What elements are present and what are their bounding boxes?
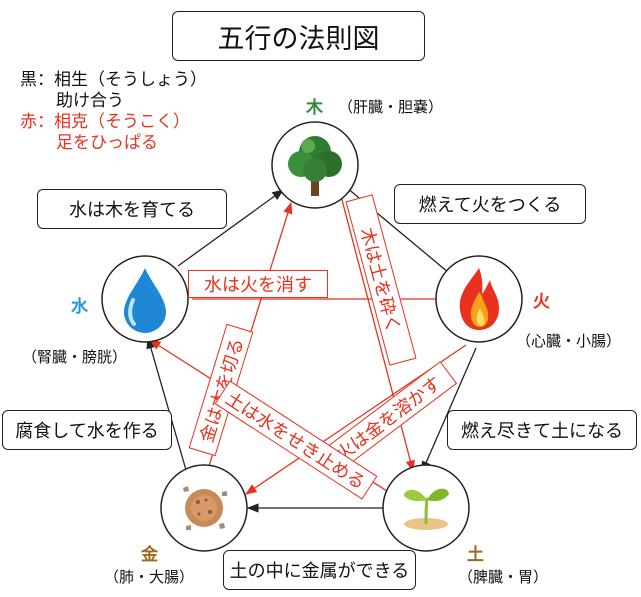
water-drop-icon	[124, 268, 166, 333]
legend-black-line2: 助け合う	[56, 91, 124, 111]
generating-water-to-wood: 水は木を育てる	[37, 189, 227, 229]
metal-organs: （肺・大腸）	[104, 568, 195, 586]
fire-organs: （心臓・小腸）	[516, 332, 622, 350]
flame-icon	[459, 268, 499, 330]
generating-fire-to-earth: 燃え尽きて土になる	[447, 410, 637, 450]
ore-icon	[183, 486, 227, 530]
generating-earth-to-metal: 土の中に金属ができる	[223, 550, 416, 590]
arrow-water-to-wood	[177, 189, 284, 267]
sprout-icon	[404, 488, 449, 530]
controlling-water-fire: 水は火を消す	[188, 270, 328, 298]
fire-label: 火	[533, 292, 550, 312]
arrow-metal-to-water	[146, 336, 187, 471]
legend-black-line1: 黒：相生（そうしょう）	[20, 70, 207, 90]
generating-metal-to-water: 腐食して水を作る	[2, 410, 172, 450]
legend: 黒：相生（そうしょう） 助け合う 赤：相克（そうこく） 足をひっぱる	[20, 70, 207, 154]
wood-organs: （肝臓・胆嚢）	[338, 98, 444, 116]
water-organs: （腎臓・膀胱）	[22, 348, 128, 366]
page-title: 五行の法則図	[172, 11, 425, 61]
legend-red-line2: 足をひっぱる	[56, 133, 158, 153]
tree-icon	[288, 136, 342, 196]
earth-organs: （脾臓・胃）	[458, 568, 549, 586]
generating-wood-to-fire: 燃えて火をつくる	[394, 184, 586, 224]
metal-label: 金	[141, 545, 158, 565]
earth-label: 土	[467, 545, 484, 565]
wood-label: 木	[306, 98, 323, 118]
water-label: 水	[71, 297, 88, 317]
legend-red-line1: 赤：相克（そうこく）	[20, 112, 190, 132]
